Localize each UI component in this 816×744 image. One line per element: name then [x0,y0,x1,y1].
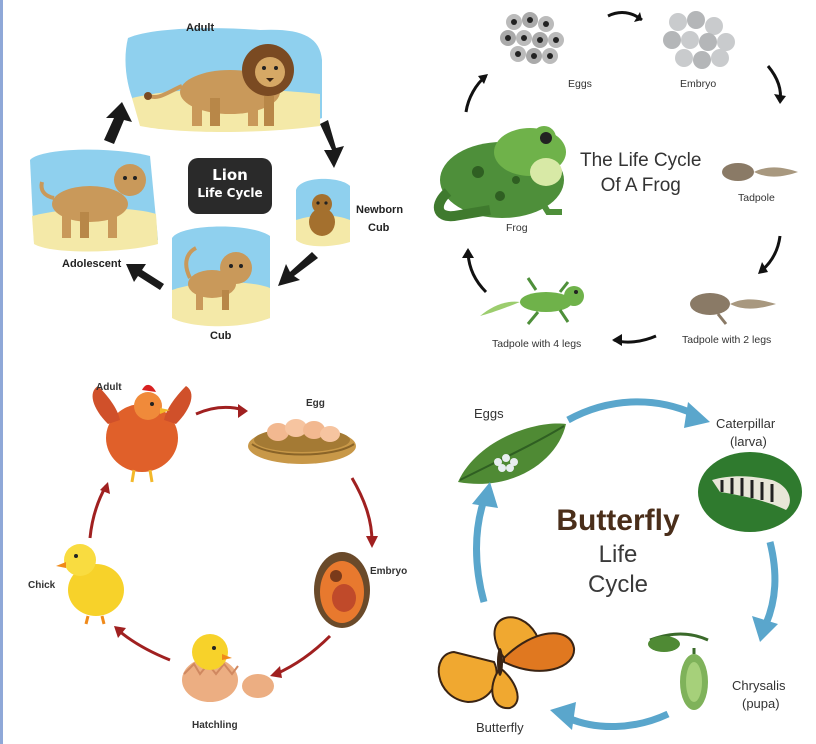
butterfly-arrow-eggs-to-caterpillar [568,402,694,420]
butterfly-title-line3: Cycle [545,570,691,600]
frog-tadpole2-image [690,293,776,324]
chicken-chick-image [56,544,124,624]
chicken-label-chick: Chick [28,580,55,591]
lion-label-adult: Adult [186,22,214,34]
chicken-hatchling-image [182,634,274,702]
lion-label-newborn-2: Cub [368,222,389,234]
lion-title-badge: Lion Life Cycle [188,158,272,214]
frog-adult-image [439,126,566,218]
frog-life-cycle-panel: The Life Cycle Of A Frog Eggs Embryo Tad… [420,0,816,360]
chicken-arrow-hatchling-to-chick [118,630,170,660]
chicken-egg-image [248,419,356,464]
lion-adolescent-scene [30,150,158,252]
chicken-embryo-image [314,552,370,628]
lion-label-newborn-1: Newborn [356,204,403,216]
lion-adult-scene [125,28,322,132]
butterfly-title-line2: Life [545,540,691,570]
frog-label-embryo: Embryo [680,78,716,90]
butterfly-label-chrysalis-2: (pupa) [742,696,780,711]
lion-arrow-adolescent-to-adult [104,102,132,144]
lion-newborn-scene [296,179,350,246]
butterfly-chrysalis-image [648,634,708,710]
frog-embryo-image [663,11,735,69]
butterfly-eggs-image [458,423,566,483]
butterfly-label-caterpillar-1: Caterpillar [716,416,775,431]
butterfly-label-chrysalis-1: Chrysalis [732,678,785,693]
lion-label-cub: Cub [210,330,231,342]
chicken-adult-image [93,385,192,482]
lion-title-line1: Lion [188,166,272,184]
lion-arrow-cub-to-adolescent [126,264,164,290]
chicken-label-hatchling: Hatchling [192,720,238,731]
lion-arrow-newborn-to-cub [278,252,318,286]
chicken-label-adult: Adult [96,382,122,393]
butterfly-adult-image [439,617,574,708]
frog-label-tadpole-4-legs: Tadpole with 4 legs [492,338,581,350]
butterfly-arrow-butterfly-to-eggs [477,500,485,602]
frog-tadpole-image [722,163,798,181]
frog-label-eggs: Eggs [568,78,592,90]
butterfly-caterpillar-image [698,452,802,532]
butterfly-label-butterfly: Butterfly [476,720,524,735]
lion-label-adolescent: Adolescent [62,258,121,270]
chicken-arrow-egg-to-embryo [352,478,372,542]
butterfly-label-eggs: Eggs [474,406,504,421]
lion-title-line2: Life Cycle [188,186,272,200]
chicken-label-embryo: Embryo [370,566,407,577]
frog-label-frog: Frog [506,222,528,234]
frog-eggs-image [500,12,564,64]
frog-title: The Life Cycle Of A Frog [580,148,701,198]
frog-label-tadpole: Tadpole [738,192,775,204]
lion-life-cycle-panel: Lion Life Cycle Adult Newborn Cub Cub Ad… [0,0,420,360]
lion-arrow-adult-to-newborn [320,120,344,168]
frog-title-line2: Of A Frog [580,173,701,198]
chicken-arrow-adult-to-egg [196,407,244,414]
butterfly-title-line1: Butterfly [545,502,691,540]
frog-title-line1: The Life Cycle [580,148,701,173]
frog-label-tadpole-2-legs: Tadpole with 2 legs [682,334,771,346]
chicken-arrow-embryo-to-hatchling [276,636,330,674]
chicken-label-egg: Egg [306,398,325,409]
chicken-cycle-illustration [0,362,420,744]
butterfly-label-caterpillar-2: (larva) [730,434,767,449]
lion-cub-scene [172,226,270,326]
frog-tadpole4-image [480,278,584,324]
butterfly-arrow-caterpillar-to-chrysalis [766,542,775,624]
chicken-arrow-chick-to-adult [90,486,106,538]
butterfly-title: Butterfly Life Cycle [545,502,691,600]
butterfly-arrow-chrysalis-to-butterfly [568,714,668,727]
chicken-life-cycle-panel: Adult Egg Embryo Hatchling Chick [0,362,420,744]
butterfly-life-cycle-panel: Butterfly Life Cycle Eggs Caterpillar (l… [420,362,816,744]
